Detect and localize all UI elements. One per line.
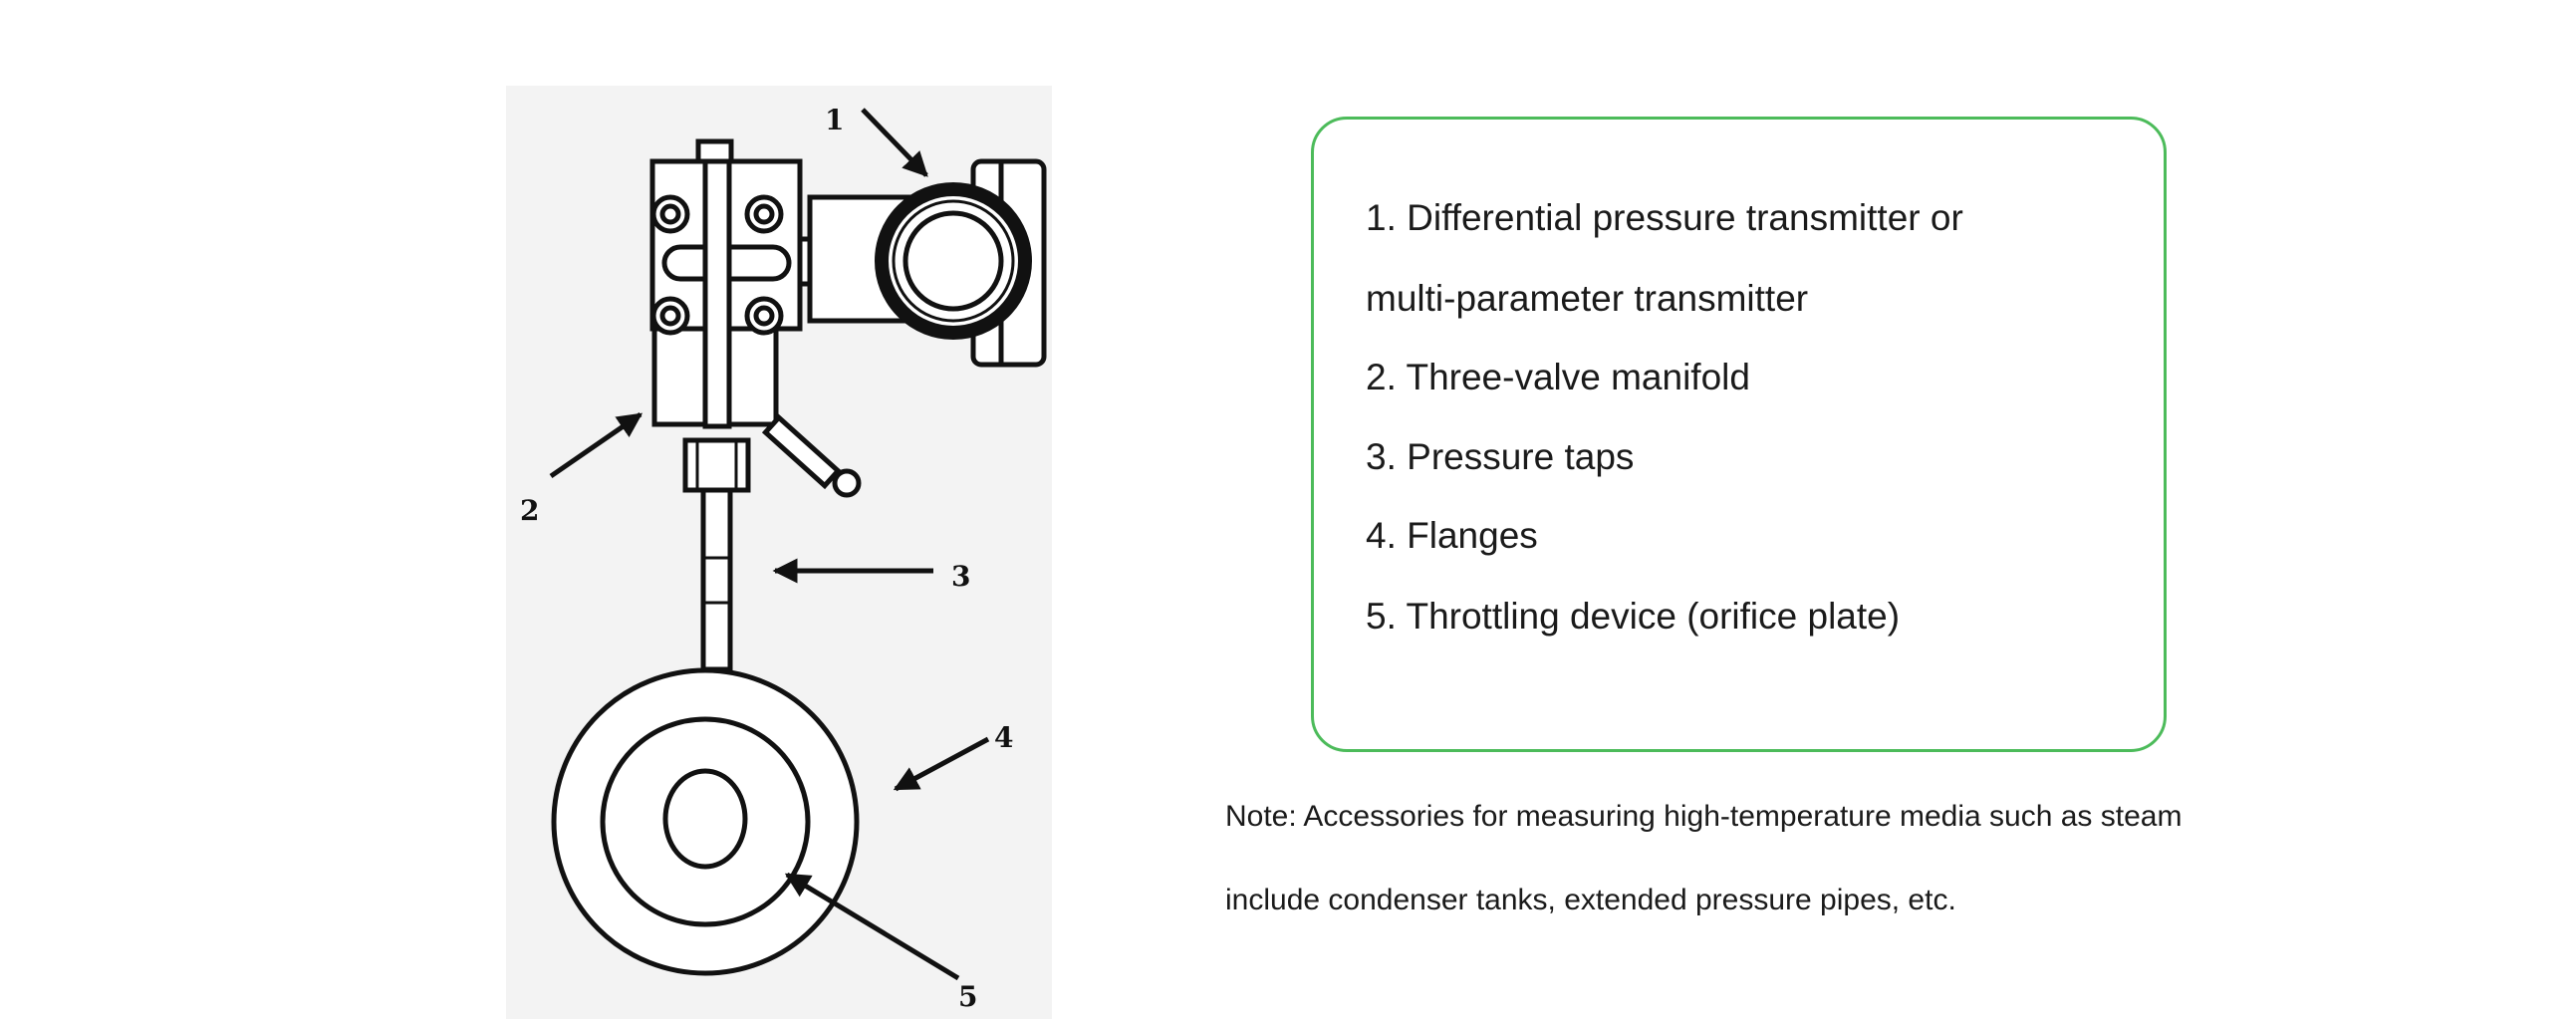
note-line-2: include condenser tanks, extended pressu…	[1225, 884, 1956, 916]
legend-item-5: 5. Throttling device (orifice plate)	[1366, 596, 1901, 637]
legend-item-1-continued: multi-parameter transmitter	[1366, 278, 1809, 319]
callout-label-4: 4	[994, 721, 1013, 754]
callout-label-1: 1	[825, 104, 844, 136]
callout-arrow-2	[549, 411, 644, 479]
callout-label-5: 5	[958, 980, 977, 1013]
callout-label-3: 3	[951, 560, 970, 593]
flange-rings	[551, 667, 860, 976]
callout-arrow-5	[784, 872, 960, 981]
callout-arrow-4	[893, 736, 990, 792]
legend-box	[1311, 117, 2167, 752]
note-line-1: Note: Accessories for measuring high-tem…	[1225, 800, 2183, 833]
callout-arrow-1	[861, 108, 928, 177]
callout-label-2: 2	[520, 494, 539, 527]
legend-item-1: 1. Differential pressure transmitter or	[1366, 197, 1963, 238]
legend-item-4: 4. Flanges	[1366, 515, 1538, 556]
legend-item-2: 2. Three-valve manifold	[1366, 357, 1750, 397]
transmitter-body	[649, 138, 1047, 429]
pressure-tap-pipe	[682, 437, 751, 672]
legend-item-3: 3. Pressure taps	[1366, 436, 1635, 477]
